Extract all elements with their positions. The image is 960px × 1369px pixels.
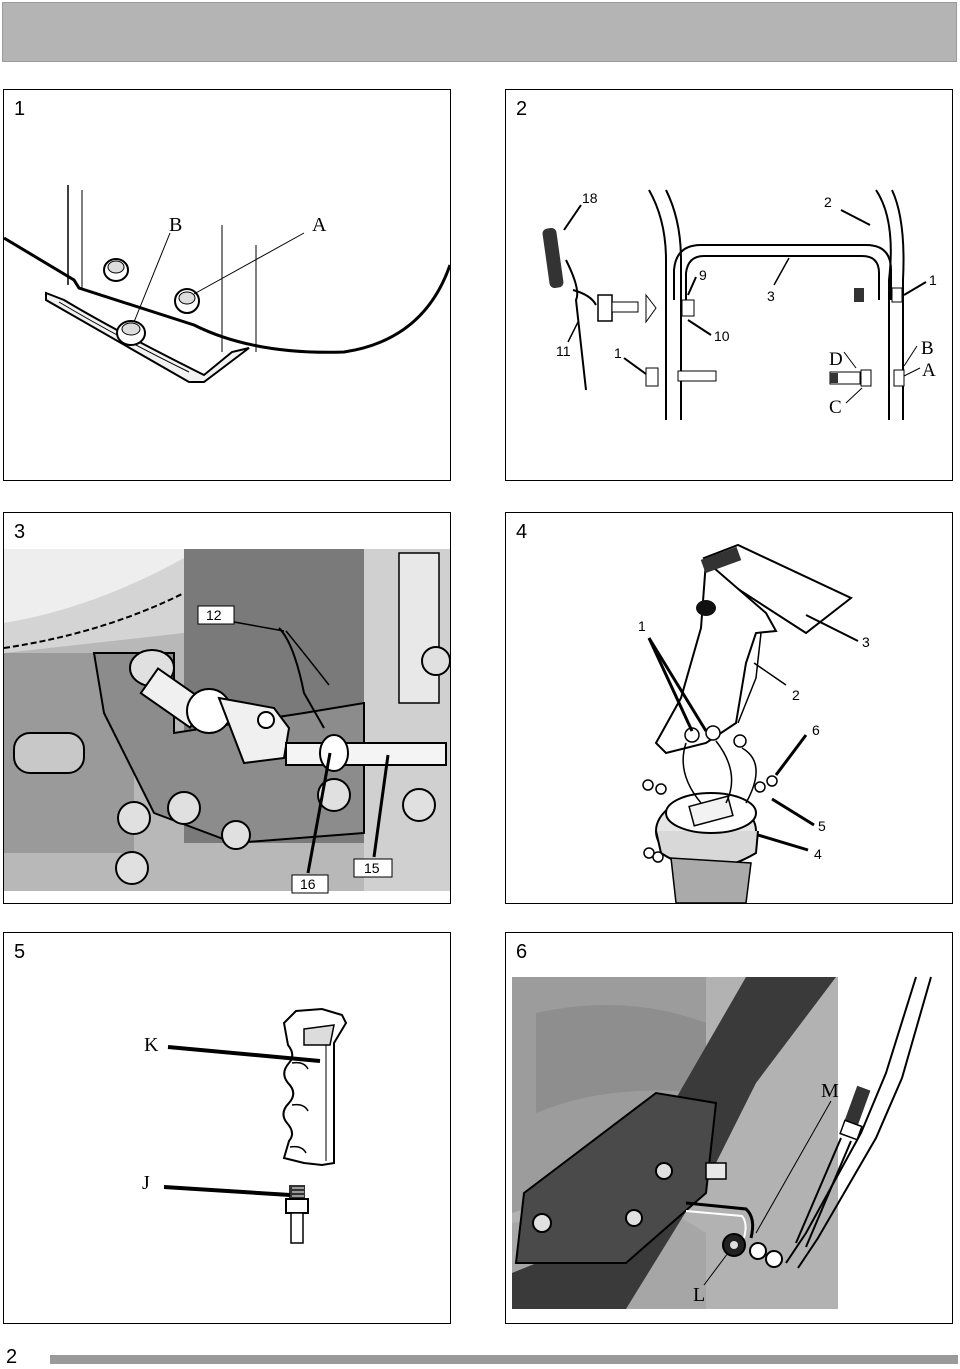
callout-label: C: [829, 397, 842, 418]
callout-label: A: [312, 214, 327, 236]
bolt-icon: [317, 778, 351, 812]
page-number: 2: [6, 1346, 18, 1368]
figure-1-illustration: B A: [4, 185, 450, 480]
bolt-icon: [532, 1213, 552, 1233]
bolt-icon: [115, 851, 149, 885]
footer-bar: [50, 1355, 958, 1364]
callout-label: 3: [767, 288, 775, 304]
bolt-icon: [421, 646, 450, 676]
callout-label: 2: [792, 687, 800, 703]
bolt-icon: [655, 1162, 673, 1180]
figure-3-illustration: 12 16 15: [4, 549, 450, 894]
callout-label: 10: [714, 328, 730, 344]
callout-label: D: [829, 349, 843, 370]
callout-label: M: [821, 1080, 839, 1102]
bolt-icon: [221, 820, 251, 850]
figure-number: 1: [14, 98, 26, 120]
knob-icon: [696, 600, 716, 616]
callout-label: 9: [699, 267, 707, 283]
bolt-icon: [167, 791, 201, 825]
callout-label: 1: [614, 345, 622, 361]
figure-panel-2: 2 18 2 9: [505, 89, 953, 481]
callout-label: 16: [300, 876, 316, 892]
callout-label: 1: [929, 272, 937, 288]
figure-number: 4: [516, 521, 528, 543]
figure-number: 2: [516, 98, 528, 120]
figure-panel-6: 6 M L: [505, 932, 953, 1324]
callout-label: 5: [818, 818, 826, 834]
callout-label: 6: [812, 722, 820, 738]
callout-label: L: [693, 1284, 705, 1306]
callout-label: 4: [814, 846, 822, 862]
callout-label: 18: [582, 190, 598, 206]
bolt-icon: [116, 320, 146, 346]
callout-label: K: [144, 1034, 159, 1056]
bolt-icon: [625, 1209, 643, 1227]
callout-label: B: [169, 214, 182, 236]
bolt-icon: [174, 288, 200, 314]
callout-label: J: [142, 1172, 150, 1194]
lever-knob-icon: [542, 227, 564, 289]
header-bar: [2, 2, 957, 62]
figure-number: 5: [14, 941, 26, 963]
figure-panel-4: 4 1 3 2 6 5 4: [505, 512, 953, 904]
callout-label: B: [921, 338, 934, 359]
figure-4-illustration: 1 3 2 6 5 4: [638, 543, 870, 903]
bolt-icon: [117, 801, 151, 835]
figure-number: 3: [14, 521, 26, 543]
figure-6-illustration: M L: [512, 976, 932, 1309]
callout-label: 2: [824, 194, 832, 210]
nut-icon: [722, 1233, 746, 1257]
figure-panel-1: 1 B A: [3, 89, 451, 481]
callout-label: 12: [206, 607, 222, 623]
callout-label: A: [922, 360, 936, 381]
figure-5-illustration: K J: [142, 1007, 348, 1244]
figure-panel-5: 5 K J: [3, 932, 451, 1324]
bolt-icon: [402, 788, 436, 822]
figure-panel-3: 3 12 16 15: [3, 512, 451, 904]
callout-label: 11: [556, 343, 571, 359]
figure-number: 6: [516, 941, 528, 963]
callout-label: 15: [364, 860, 380, 876]
figure-2-illustration: 18 2 9 3 1 10 11 1 D B A C: [542, 189, 937, 420]
bolt-icon: [103, 258, 129, 282]
callout-label: 1: [638, 618, 646, 634]
threaded-rod-icon: [285, 1185, 309, 1244]
handle-grip-icon: [282, 1007, 348, 1167]
callout-label: 3: [862, 634, 870, 650]
